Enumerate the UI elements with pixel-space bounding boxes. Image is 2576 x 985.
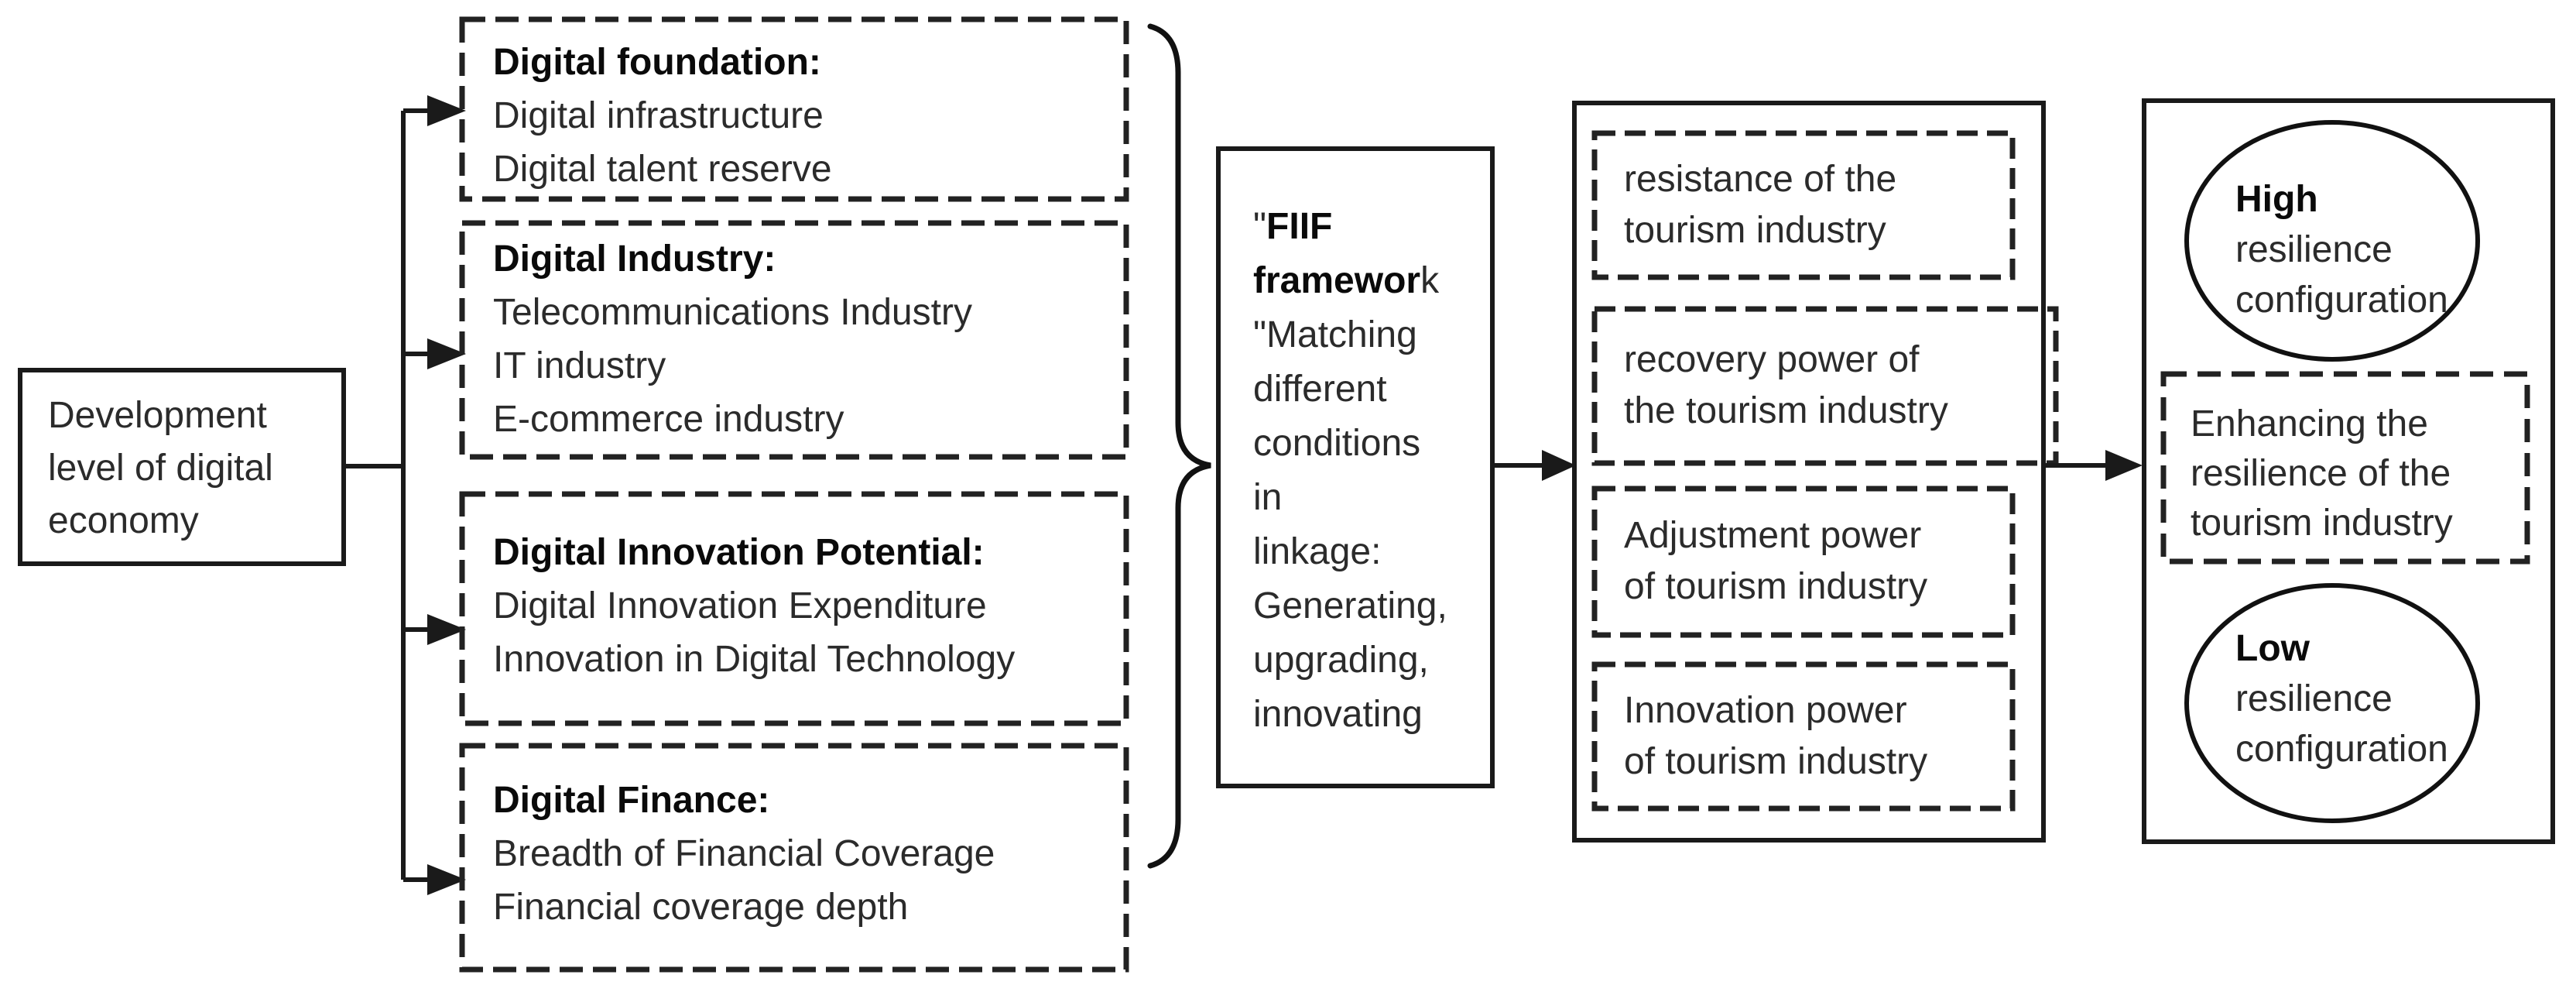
fiif-title-bold: FIIF — [1266, 206, 1333, 247]
outcome-line: recovery power of — [1624, 339, 1920, 380]
fiif-line: conditions — [1253, 423, 1421, 464]
innovation-box: Innovation power of tourism industry — [1624, 685, 1927, 788]
config-line: resilience — [2235, 229, 2393, 270]
recovery-box-outline — [1591, 306, 2059, 466]
low-configuration-node: Low resilience configuration — [2235, 623, 2448, 774]
recovery-box: recovery power of the tourism industry — [1624, 335, 1948, 437]
resistance-box: resistance of the tourism industry — [1624, 154, 1896, 256]
outcomes-to-results-arrowhead-icon — [2105, 450, 2143, 481]
resistance-box-outline — [1591, 130, 2016, 280]
enhance-line: tourism industry — [2191, 503, 2453, 544]
connector-tree-line — [344, 108, 432, 882]
config-line: configuration — [2235, 729, 2448, 770]
outcome-line: the tourism industry — [1624, 390, 1948, 431]
fiif-line: upgrading, — [1253, 640, 1429, 681]
fiif-line: "Matching — [1253, 314, 1417, 355]
fiif-line: Generating, — [1253, 585, 1447, 626]
digital-industry-box-outline — [459, 220, 1129, 460]
enhance-resilience-box: Enhancing the resilience of the tourism … — [2191, 400, 2453, 548]
fiif-line: different — [1253, 369, 1387, 410]
digital-finance-box: Digital Finance: Breadth of Financial Co… — [493, 774, 995, 934]
indicator-title: Digital Innovation Potential: — [493, 532, 985, 573]
indicator-item: Breadth of Financial Coverage — [493, 833, 995, 874]
config-line: resilience — [2235, 678, 2393, 719]
low-configuration-ellipse — [2184, 583, 2480, 823]
fiif-line: in — [1253, 477, 1283, 518]
fiif-title-bold: framewor — [1253, 260, 1421, 301]
indicator-title: Digital Finance: — [493, 780, 770, 821]
indicator-item: Financial coverage depth — [493, 887, 909, 928]
branch-arrowhead-icon — [427, 338, 466, 369]
outcome-line: of tourism industry — [1624, 566, 1928, 607]
fiif-framework-box: "FIIF framework "Matching different cond… — [1253, 200, 1447, 742]
fiif-title-tail: k — [1420, 260, 1440, 301]
adjustment-box: Adjustment power of tourism industry — [1624, 510, 1927, 613]
fiif-line: linkage: — [1253, 531, 1382, 572]
indicator-item: Digital infrastructure — [493, 95, 824, 136]
digital-foundation-box: Digital foundation: Digital infrastructu… — [493, 36, 832, 196]
curly-brace — [1147, 23, 1211, 869]
outcomes-container-outline — [1572, 101, 2046, 843]
innovation-box-outline — [1591, 661, 2016, 812]
outcome-line: resistance of the — [1624, 159, 1897, 200]
fiif-line: innovating — [1253, 694, 1423, 735]
enhance-resilience-box-outline — [2160, 371, 2530, 565]
digital-innovation-box-outline — [459, 491, 1129, 726]
enhance-line: Enhancing the — [2191, 403, 2428, 444]
config-level: Low — [2235, 628, 2310, 669]
branch-arrowhead-icon — [427, 614, 466, 645]
enhance-line: resilience of the — [2191, 453, 2451, 494]
indicator-item: IT industry — [493, 345, 666, 386]
development-level-label: Development level of digital economy — [48, 395, 273, 541]
indicator-title: Digital foundation: — [493, 42, 821, 83]
outcome-line: tourism industry — [1624, 210, 1886, 251]
outcome-line: Adjustment power — [1624, 515, 1922, 556]
outcome-line: of tourism industry — [1624, 741, 1928, 782]
branch-arrowhead-icon — [427, 864, 466, 895]
digital-foundation-box-outline — [459, 16, 1129, 202]
digital-finance-box-outline — [459, 743, 1129, 973]
fiif-to-outcomes-arrowhead-icon — [1542, 450, 1576, 481]
indicator-title: Digital Industry: — [493, 239, 776, 280]
indicator-item: Innovation in Digital Technology — [493, 639, 1016, 680]
digital-industry-box: Digital Industry: Telecommunications Ind… — [493, 232, 972, 446]
high-configuration-ellipse — [2184, 120, 2480, 362]
indicator-item: Telecommunications Industry — [493, 292, 972, 333]
quote-mark: " — [1253, 206, 1267, 247]
adjustment-box-outline — [1591, 486, 2016, 638]
results-container-outline — [2142, 98, 2555, 844]
digital-innovation-box: Digital Innovation Potential: Digital In… — [493, 526, 1015, 686]
high-configuration-node: High resilience configuration — [2235, 174, 2448, 325]
indicator-item: Digital talent reserve — [493, 149, 832, 190]
config-level: High — [2235, 179, 2318, 220]
outcome-line: Innovation power — [1624, 690, 1907, 731]
fiif-line: "FIIF — [1253, 200, 1447, 254]
config-line: configuration — [2235, 280, 2448, 321]
branch-arrowhead-icon — [427, 95, 466, 126]
indicator-item: E-commerce industry — [493, 399, 844, 440]
indicator-item: Digital Innovation Expenditure — [493, 585, 987, 626]
fiif-line: framework — [1253, 254, 1447, 308]
